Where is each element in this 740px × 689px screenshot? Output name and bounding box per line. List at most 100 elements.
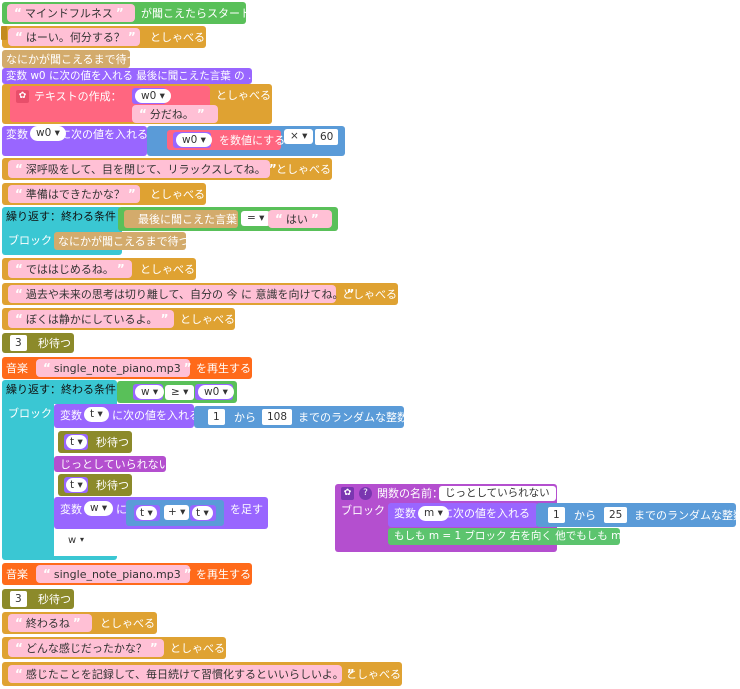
wait-seconds-block[interactable]: 3 秒待つ bbox=[2, 589, 74, 609]
compare-block[interactable]: 最後に聞こえた言葉 = ▾ “はい” bbox=[118, 207, 338, 231]
text-literal[interactable]: “ マインドフルネス ” bbox=[7, 4, 135, 22]
variable-dropdown[interactable]: t ▾ bbox=[136, 506, 157, 520]
speak-block[interactable]: “準備はできたかな？” としゃべる bbox=[2, 183, 206, 205]
variable-dropdown[interactable]: w0 ▾ bbox=[176, 133, 212, 147]
change-variable-block[interactable]: 変数 w ▾ に t ▾ + ▾ t ▾ を足す bbox=[54, 497, 268, 529]
variable-reporter[interactable]: t ▾ bbox=[134, 505, 160, 521]
variable-dropdown[interactable]: w0 ▾ bbox=[135, 89, 171, 103]
operator-dropdown[interactable]: = ▾ bbox=[241, 211, 271, 226]
variable-dropdown[interactable]: t ▾ bbox=[84, 407, 109, 422]
variable-dropdown[interactable]: t ▾ bbox=[66, 435, 87, 449]
variable-dropdown[interactable]: w ▾ bbox=[135, 385, 165, 399]
if-collapsed-block[interactable]: もしも m = 1 ブロック 右を向く 他でもしも m... bbox=[388, 528, 631, 545]
text-literal[interactable]: “感じたことを記録して、毎日続けて習慣化するといいらしいよ。” bbox=[8, 665, 355, 683]
variable-reporter[interactable]: t ▾ bbox=[64, 477, 88, 493]
speak-block[interactable]: ✿ テキストの作成： w0 ▾ “分だね。” としゃべる bbox=[2, 84, 272, 124]
block-label: 秒待つ bbox=[38, 593, 71, 606]
speak-block[interactable]: “深呼吸をして、目を閉じて、リラックスしてね。” としゃべる bbox=[2, 158, 332, 180]
block-label: としゃべる bbox=[342, 288, 397, 301]
text-literal[interactable]: “終わるね” bbox=[8, 614, 92, 632]
compare-block[interactable]: w ▾ ≥ ▾ w0 ▾ bbox=[117, 381, 237, 403]
text-literal[interactable]: “でははじめるね。” bbox=[8, 260, 132, 278]
speak-block[interactable]: “でははじめるね。” としゃべる bbox=[2, 258, 196, 280]
number-input[interactable]: 3 bbox=[10, 335, 27, 351]
variable-reporter[interactable]: w0 ▾ bbox=[132, 88, 171, 104]
variable-reporter[interactable]: w ▾ bbox=[133, 384, 165, 400]
speak-block[interactable]: “終わるね” としゃべる bbox=[2, 612, 157, 634]
create-text-block[interactable]: ✿ テキストの作成： w0 ▾ “分だね。” bbox=[10, 86, 218, 123]
operator-dropdown[interactable]: × ▾ bbox=[284, 129, 314, 144]
wait-until-heard-block[interactable]: なにかが聞こえるまで待つ bbox=[2, 50, 138, 68]
variable-reporter[interactable]: w0 ▾ bbox=[173, 132, 212, 148]
gear-icon[interactable]: ✿ bbox=[16, 90, 29, 103]
text-literal[interactable]: “はーい。何分する？” bbox=[8, 28, 140, 46]
variable-reporter[interactable]: w0 ▾ bbox=[195, 384, 234, 400]
speak-block[interactable]: “過去や未来の思考は切り離して、自分の 今 に 意識を向けてね。” としゃべる bbox=[2, 283, 398, 305]
text-literal[interactable]: “分だね。” bbox=[132, 105, 218, 123]
text-literal[interactable]: “どんな感じだったかな？” bbox=[8, 639, 164, 657]
wait-seconds-block[interactable]: t ▾ 秒待つ bbox=[58, 474, 132, 496]
gear-icon[interactable]: ✿ bbox=[341, 487, 354, 500]
speak-block[interactable]: “感じたことを記録して、毎日続けて習慣化するといいらしいよ。” としゃべる bbox=[2, 662, 402, 686]
play-music-block[interactable]: 音楽 “single_note_piano.mp3” を再生する bbox=[2, 563, 252, 585]
set-variable-collapsed-block[interactable]: 変数 w0 に次の値を入れる 最後に聞こえた言葉 の ... bbox=[2, 68, 258, 84]
operator-dropdown[interactable]: + ▾ bbox=[164, 505, 190, 520]
text-literal[interactable]: “はい” bbox=[268, 210, 332, 228]
wait-until-heard-block[interactable]: なにかが聞こえるまで待つ bbox=[54, 232, 190, 250]
number-input[interactable]: 25 bbox=[604, 507, 628, 523]
block-label: もしも m = 1 ブロック 右を向く 他でもしも m... bbox=[394, 530, 632, 542]
play-music-block[interactable]: 音楽 “single_note_piano.mp3” を再生する bbox=[2, 357, 252, 379]
event-when-heard-block[interactable]: “ マインドフルネス ” が聞こえたらスタート bbox=[2, 2, 251, 24]
variable-dropdown[interactable]: m ▾ bbox=[418, 506, 449, 521]
variable-dropdown[interactable]: t ▾ bbox=[66, 478, 87, 492]
text-literal[interactable]: “single_note_piano.mp3” bbox=[36, 359, 192, 377]
speak-block[interactable]: “どんな感じだったかな？” としゃべる bbox=[2, 637, 226, 659]
math-multiply-block[interactable]: w0 ▾ を数値にする × ▾ 60 bbox=[147, 126, 345, 156]
number-input[interactable]: 3 bbox=[10, 591, 27, 607]
block-label: 変数 bbox=[60, 503, 82, 516]
variable-getter[interactable]: w ▾ bbox=[64, 535, 94, 549]
variable-reporter[interactable]: t ▾ bbox=[190, 505, 216, 521]
to-number-block[interactable]: w0 ▾ を数値にする bbox=[167, 130, 285, 150]
number-input[interactable]: 1 bbox=[208, 409, 225, 425]
wait-seconds-block[interactable]: 3 秒待つ bbox=[2, 333, 74, 353]
math-add-block[interactable]: t ▾ + ▾ t ▾ bbox=[126, 500, 224, 526]
block-label: に bbox=[116, 503, 127, 516]
text-literal[interactable]: “ぼくは静かにしているよ。” bbox=[8, 310, 174, 328]
number-input[interactable]: 60 bbox=[315, 129, 339, 145]
random-integer-block[interactable]: 1 から 25 までのランダムな整数 bbox=[536, 503, 740, 527]
chevron-down-icon[interactable]: ▾ bbox=[80, 535, 85, 544]
set-variable-block[interactable]: 変数 m ▾ に次の値を入れる bbox=[388, 503, 538, 527]
variable-dropdown[interactable]: w ▾ bbox=[84, 501, 114, 516]
block-label: としゃべる bbox=[346, 668, 401, 681]
text-literal[interactable]: “single_note_piano.mp3” bbox=[36, 565, 192, 583]
last-heard-reporter[interactable]: 最後に聞こえた言葉 bbox=[124, 210, 238, 228]
variable-dropdown[interactable]: w0 ▾ bbox=[198, 385, 234, 399]
speak-block[interactable]: “はーい。何分する？” としゃべる bbox=[1, 26, 206, 48]
function-name-field[interactable]: じっとしていられない bbox=[439, 486, 556, 501]
text-literal[interactable]: “過去や未来の思考は切り離して、自分の 今 に 意識を向けてね。” bbox=[8, 285, 354, 303]
text-literal[interactable]: “深呼吸をして、目を閉じて、リラックスしてね。” bbox=[8, 160, 277, 178]
text-literal[interactable]: “準備はできたかな？” bbox=[8, 185, 140, 203]
operator-dropdown[interactable]: ≥ ▾ bbox=[165, 385, 195, 400]
variable-dropdown[interactable]: w0 ▾ bbox=[30, 126, 66, 141]
block-label: 音楽 bbox=[6, 568, 28, 581]
number-input[interactable]: 108 bbox=[262, 409, 293, 425]
block-tab bbox=[1, 26, 7, 40]
speak-block[interactable]: “ぼくは静かにしているよ。” としゃべる bbox=[2, 308, 235, 330]
random-integer-block[interactable]: 1 から 108 までのランダムな整数 bbox=[194, 406, 408, 428]
variable-dropdown[interactable]: t ▾ bbox=[192, 506, 213, 520]
block-label: ブロック bbox=[341, 504, 385, 517]
block-label: 繰り返す：終わる条件 bbox=[6, 383, 116, 396]
number-input[interactable]: 1 bbox=[548, 507, 565, 523]
literal-text: 終わるね bbox=[25, 616, 70, 630]
question-icon[interactable]: ? bbox=[359, 487, 372, 500]
variable-reporter[interactable]: t ▾ bbox=[64, 434, 88, 450]
wait-seconds-block[interactable]: t ▾ 秒待つ bbox=[58, 431, 132, 453]
set-variable-block[interactable]: 変数 t ▾ に次の値を入れる bbox=[54, 404, 200, 428]
block-label: に次の値を入れる bbox=[112, 409, 200, 422]
block-label: が聞こえたらスタート bbox=[141, 7, 251, 20]
set-variable-block[interactable]: 変数 w0 ▾ に次の値を入れる bbox=[2, 126, 148, 156]
block-label: 変数 bbox=[6, 128, 28, 141]
call-function-block[interactable]: じっとしていられない bbox=[54, 456, 170, 472]
